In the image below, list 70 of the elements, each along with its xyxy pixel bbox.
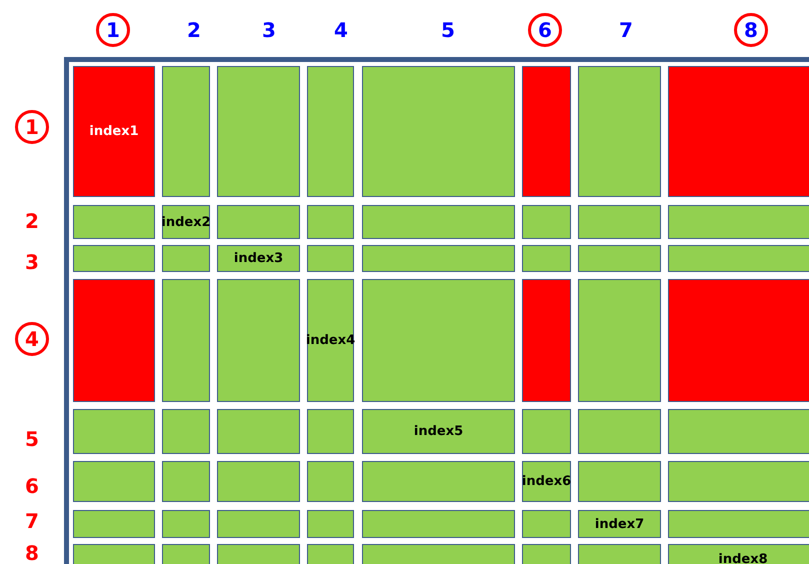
grid-cell (307, 66, 354, 197)
row-number: 6 (25, 474, 39, 498)
grid-cell (362, 510, 515, 538)
grid-cell (307, 409, 354, 454)
grid-cell (307, 461, 354, 502)
grid-cell (307, 510, 354, 538)
row-number: 7 (25, 509, 39, 533)
column-number: 7 (619, 18, 633, 42)
grid-cell (217, 510, 300, 538)
grid-cell (307, 205, 354, 239)
grid-cell: index5 (362, 409, 515, 454)
column-number: 2 (187, 18, 201, 42)
grid-cell (162, 409, 210, 454)
grid-cell (578, 245, 661, 272)
grid-cell (162, 461, 210, 502)
grid-cell: index3 (217, 245, 300, 272)
grid-cell (522, 205, 571, 239)
circled-number: 4 (15, 322, 49, 356)
circled-number: 1 (96, 13, 130, 47)
grid-cell (522, 409, 571, 454)
column-number: 4 (334, 18, 348, 42)
grid-cell: index7 (578, 510, 661, 538)
row-number: 3 (25, 250, 39, 274)
row-number: 8 (25, 541, 39, 564)
grid-cell (522, 245, 571, 272)
grid-cell (162, 510, 210, 538)
grid-cell (362, 66, 515, 197)
grid-cell (578, 409, 661, 454)
grid-cell (578, 279, 661, 402)
grid-cell (73, 510, 155, 538)
grid-cell (578, 205, 661, 239)
grid-cell (73, 409, 155, 454)
column-number: 3 (262, 18, 276, 42)
grid-cell (668, 279, 809, 402)
grid-cell (668, 510, 809, 538)
grid-cell (522, 66, 571, 197)
circled-number: 1 (15, 110, 49, 144)
grid-cell (162, 245, 210, 272)
grid-cell (73, 461, 155, 502)
grid-cell (668, 409, 809, 454)
grid-cell (162, 66, 210, 197)
grid-cell: index8 (668, 544, 809, 564)
circled-number: 8 (734, 13, 768, 47)
grid-cell (522, 510, 571, 538)
grid-cell (362, 461, 515, 502)
grid-cell (668, 461, 809, 502)
grid-cell (217, 279, 300, 402)
grid-cell (362, 245, 515, 272)
grid-cell (217, 409, 300, 454)
row-number: 2 (25, 209, 39, 233)
grid-cell (522, 279, 571, 402)
circled-number: 6 (528, 13, 562, 47)
grid-cell (73, 279, 155, 402)
grid-cell (73, 205, 155, 239)
grid-cell (362, 279, 515, 402)
grid-cell (307, 245, 354, 272)
column-number: 5 (441, 18, 455, 42)
grid-cell: index1 (73, 66, 155, 197)
grid-cell (217, 461, 300, 502)
grid-cell (217, 66, 300, 197)
grid-cell (668, 66, 809, 197)
grid-cell (362, 205, 515, 239)
grid-cell (217, 205, 300, 239)
grid-cell (668, 245, 809, 272)
grid-cell (73, 245, 155, 272)
grid-cell (668, 205, 809, 239)
row-number: 5 (25, 427, 39, 451)
grid-cell (162, 279, 210, 402)
grid-cell (578, 461, 661, 502)
grid-cell (578, 66, 661, 197)
